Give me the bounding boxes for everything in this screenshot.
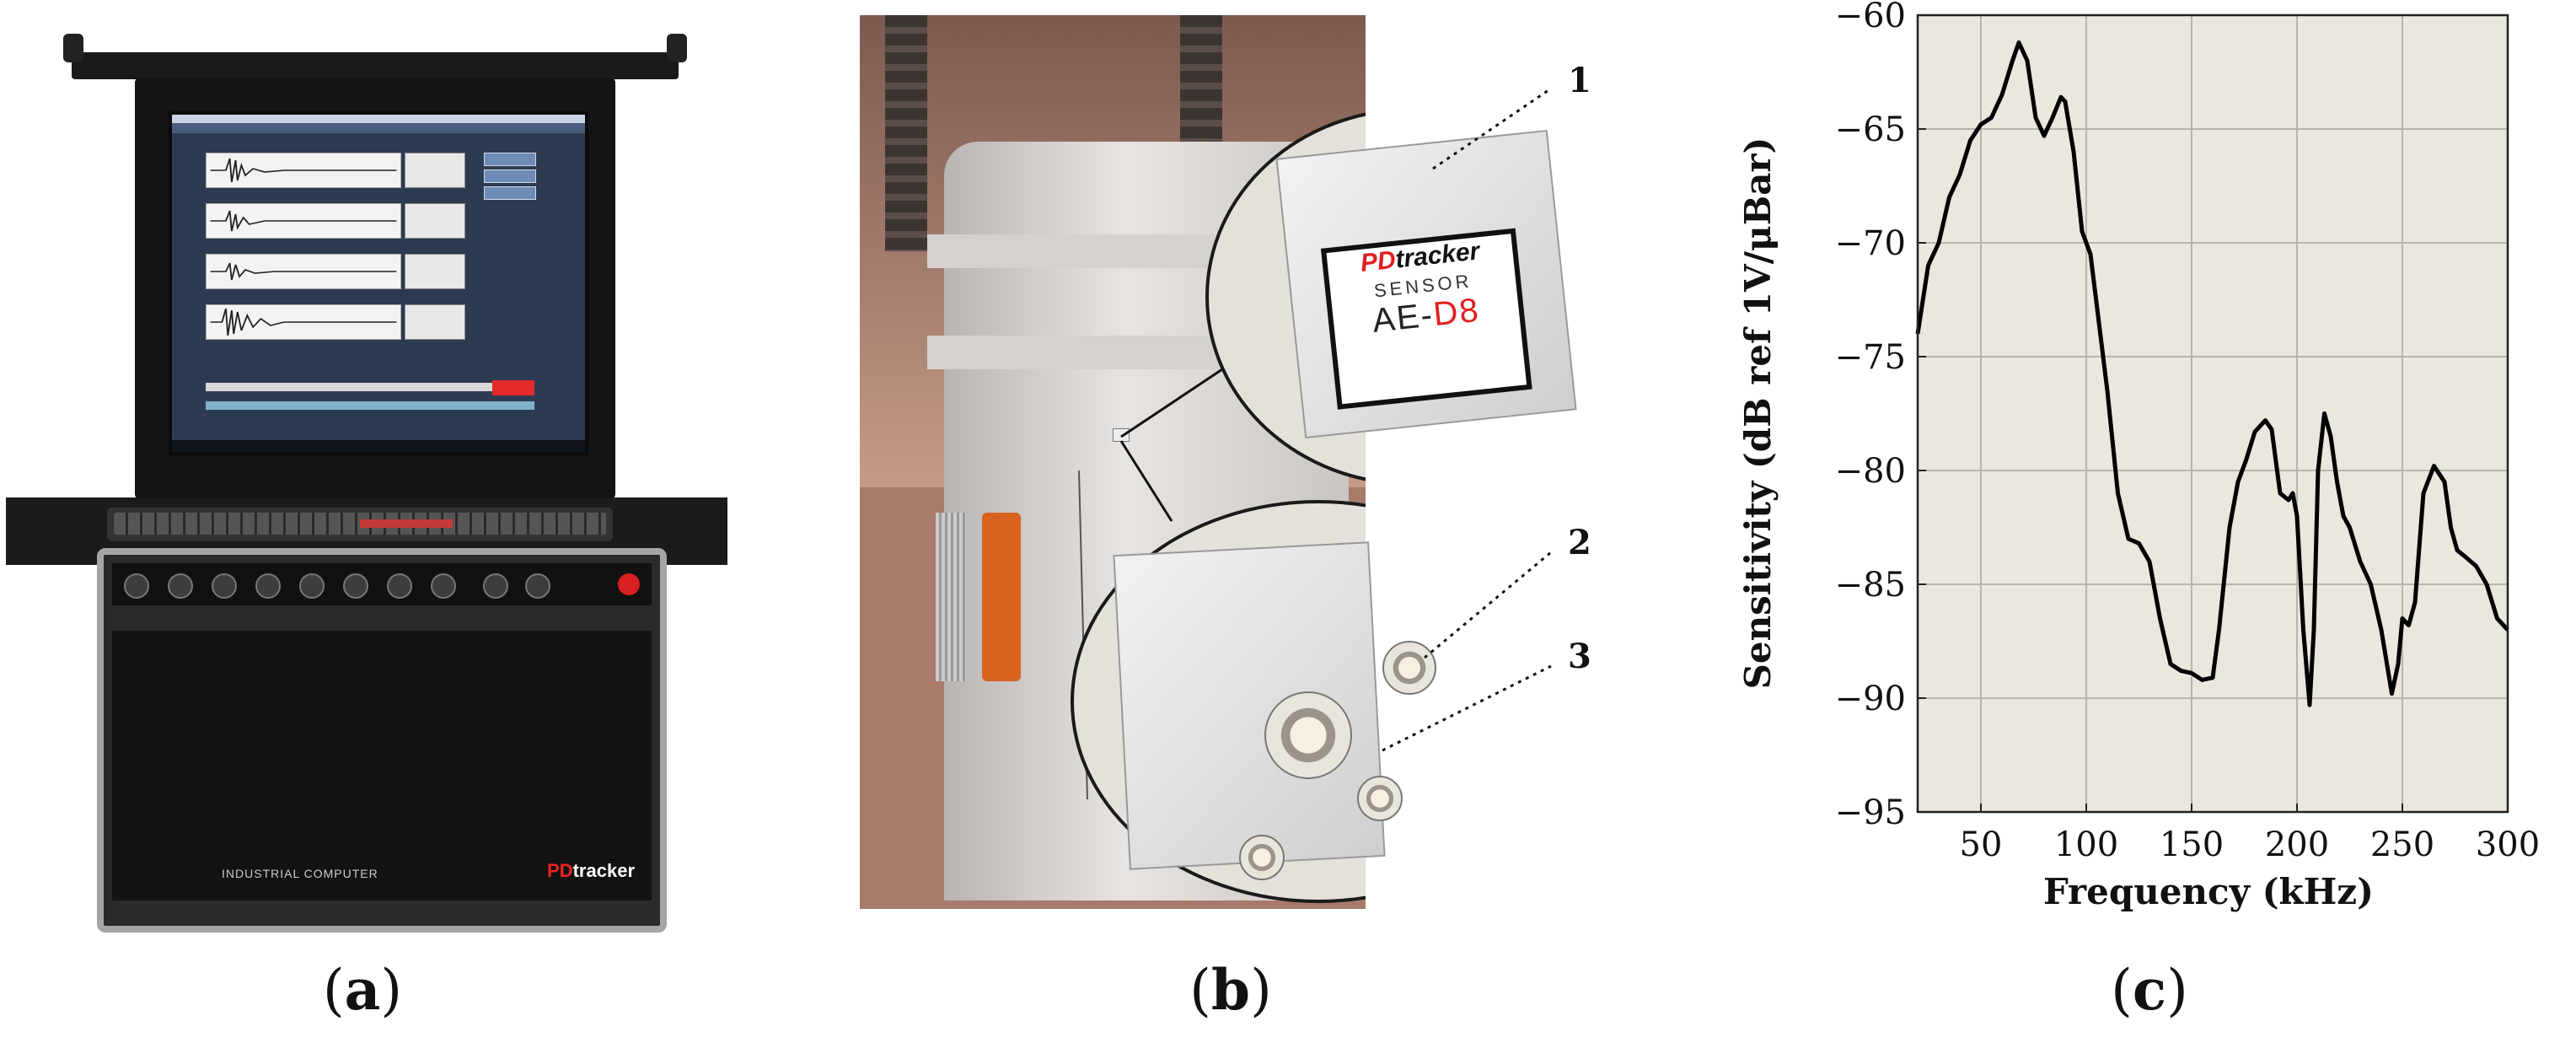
mount-port-icon bbox=[1239, 835, 1285, 880]
software-screen bbox=[169, 111, 588, 455]
handle-knob-right bbox=[667, 34, 687, 62]
y-tick-label: −65 bbox=[1835, 110, 1906, 149]
callout-2: 2 bbox=[1568, 523, 1591, 562]
silica-gel-breather bbox=[982, 513, 1021, 681]
y-tick-label: −90 bbox=[1835, 680, 1906, 718]
meter-3 bbox=[405, 254, 465, 289]
y-tick-label: −75 bbox=[1835, 338, 1906, 377]
screen-button-1 bbox=[484, 153, 536, 166]
brand-logo: PDtracker bbox=[547, 860, 635, 881]
mount-port-icon bbox=[1357, 776, 1403, 821]
carry-handle bbox=[72, 52, 679, 79]
sensing-face-icon bbox=[1264, 691, 1352, 779]
meter-2 bbox=[405, 203, 465, 239]
connector-icon bbox=[483, 573, 508, 599]
x-tick-label: 200 bbox=[2265, 825, 2329, 864]
y-tick-label: −80 bbox=[1835, 452, 1906, 491]
transformer-photo bbox=[860, 15, 1366, 909]
breather-filter bbox=[936, 513, 966, 681]
screen-button-2 bbox=[484, 169, 536, 183]
industrial-computer: INDUSTRIAL COMPUTER PDtracker bbox=[112, 631, 652, 901]
sensitivity-series-line bbox=[1915, 40, 2509, 707]
waveform-trace-4 bbox=[206, 304, 401, 340]
callout-3: 3 bbox=[1568, 637, 1591, 676]
callout-1: 1 bbox=[1568, 61, 1591, 100]
plot-background bbox=[1918, 15, 2508, 812]
keyboard bbox=[107, 508, 613, 541]
chart-svg: 50 100 150 200 250 300 −60 −65 −70 −75 −80 −85 −90 −9… bbox=[1737, 0, 2540, 912]
caption-b: (b) bbox=[1189, 957, 1272, 1023]
connector-icon bbox=[299, 573, 325, 599]
pc-label: INDUSTRIAL COMPUTER bbox=[222, 867, 378, 880]
monitor bbox=[135, 78, 615, 499]
plot-frame bbox=[1916, 13, 2509, 814]
x-tick-label: 50 bbox=[1960, 825, 2003, 864]
red-function-keys bbox=[360, 519, 453, 528]
connector-icon bbox=[212, 573, 237, 599]
progress-bar bbox=[206, 383, 534, 391]
instrument-case: INDUSTRIAL COMPUTER PDtracker bbox=[97, 548, 667, 933]
x-tick-label: 100 bbox=[2054, 825, 2118, 864]
y-tick-label: −85 bbox=[1835, 566, 1906, 605]
caption-c: (c) bbox=[2111, 957, 2188, 1023]
status-bar bbox=[206, 401, 534, 410]
connector-icon bbox=[387, 573, 412, 599]
bushing-left bbox=[885, 15, 927, 251]
sensitivity-chart: 50 100 150 200 250 300 −60 −65 −70 −75 −80 −85 −90 −9… bbox=[1736, 0, 2571, 927]
window-titlebar bbox=[172, 115, 585, 123]
meter-1 bbox=[405, 153, 465, 188]
y-tick-label: −60 bbox=[1835, 0, 1906, 35]
y-tick-label: −70 bbox=[1835, 224, 1906, 263]
x-tick-label: 250 bbox=[2370, 825, 2434, 864]
y-axis-label: Sensitivity (dB ref 1V/μBar) bbox=[1737, 137, 1779, 690]
connector-icon bbox=[343, 573, 368, 599]
pd-measurement-system-photo: INDUSTRIAL COMPUTER PDtracker bbox=[6, 25, 727, 933]
waveform-trace-3 bbox=[206, 254, 401, 289]
x-tick-label: 150 bbox=[2160, 825, 2224, 864]
window-tabs bbox=[172, 123, 585, 133]
x-axis-label: Frequency (kHz) bbox=[2043, 871, 2374, 912]
red-indicator bbox=[492, 380, 534, 395]
handle-knob-left bbox=[63, 34, 83, 62]
connector-port-icon bbox=[1382, 641, 1436, 695]
waveform-trace-1 bbox=[206, 153, 401, 188]
connector-icon bbox=[525, 573, 550, 599]
emergency-stop-icon bbox=[618, 573, 640, 595]
connector-icon bbox=[168, 573, 193, 599]
caption-a: (a) bbox=[322, 957, 403, 1023]
waveform-trace-2 bbox=[206, 203, 401, 239]
screen-button-3 bbox=[484, 186, 536, 200]
connector-icon bbox=[431, 573, 456, 599]
connector-panel bbox=[112, 563, 652, 605]
y-tick-label: −95 bbox=[1835, 793, 1906, 832]
meter-4 bbox=[405, 304, 465, 340]
x-tick-label: 300 bbox=[2476, 825, 2540, 864]
taskbar bbox=[172, 440, 585, 452]
connector-icon bbox=[255, 573, 281, 599]
connector-icon bbox=[124, 573, 149, 599]
